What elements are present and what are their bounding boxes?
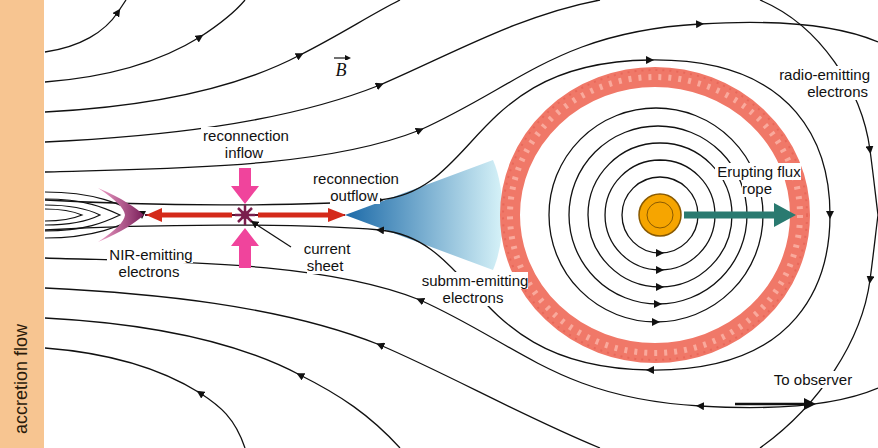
radio-label-text: radio-emitting electrons — [777, 66, 870, 100]
accretion-flow-band: accretion flow — [0, 0, 44, 448]
inflow-label: reconnection inflow — [195, 127, 295, 161]
leader-line — [254, 223, 291, 247]
observer-label-text: To observer — [772, 371, 854, 388]
x-point — [235, 205, 255, 225]
radio-ring — [510, 77, 800, 353]
inflow-label-text: reconnection inflow — [201, 127, 289, 161]
sheet-label-text: current sheet — [302, 240, 351, 274]
rope-label-text: Erupting flux rope — [715, 163, 800, 197]
field-line — [45, 60, 830, 370]
field-lines-upper — [45, 0, 878, 215]
nir-label-text: NIR-emitting electrons — [107, 246, 192, 280]
ring-texture — [510, 77, 800, 353]
sheet-label: current sheet — [290, 240, 362, 274]
band-label: accretion flow — [11, 324, 32, 434]
rope-core — [647, 202, 673, 228]
eruption-arrow — [774, 203, 796, 227]
vector-symbol: B — [330, 60, 352, 80]
nir-label: NIR-emitting electrons — [98, 246, 202, 280]
outflow-label: reconnection outflow — [300, 170, 410, 204]
observer-label: To observer — [760, 371, 866, 388]
ring-texture — [503, 70, 807, 360]
eruption-arrow — [684, 212, 776, 219]
vector-symbol-text: B — [334, 60, 349, 80]
submm-label: submm-emitting electrons — [412, 272, 536, 306]
observer-arrow — [804, 398, 816, 410]
x-point — [241, 211, 249, 219]
nir-electrons — [98, 188, 144, 242]
radio-label: radio-emitting electrons — [756, 66, 870, 100]
field-lines-lower — [45, 215, 878, 448]
rope-label: Erupting flux rope — [714, 163, 802, 197]
inflow-arrows — [231, 168, 259, 268]
submm-label-text: submm-emitting electrons — [420, 272, 529, 306]
outflow-label-text: reconnection outflow — [311, 170, 399, 204]
rope-core — [639, 194, 681, 236]
observer-arrow — [735, 403, 806, 406]
